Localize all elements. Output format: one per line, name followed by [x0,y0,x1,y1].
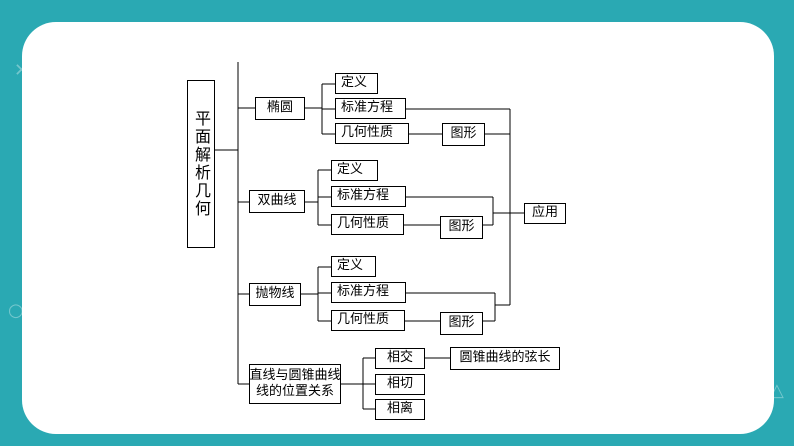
topic-label-line2: 线的位置关系 [255,384,334,399]
ellipse-standard-equation: 标准方程 [335,98,406,119]
node-label: 图形 [450,126,477,142]
hyperbola-shape: 图形 [440,216,483,239]
root-node: 平面解析几何 [187,80,215,248]
node-label: 定义 [341,75,368,91]
relation-tangent: 相切 [375,374,425,395]
topic-label: 双曲线 [257,193,297,209]
node-label: 相切 [386,376,413,392]
relation-separate: 相离 [375,399,425,420]
topic-line-conic-position: 直线与圆锥曲线 线的位置关系 [249,364,341,404]
chord-length-node: 圆锥曲线的弦长 [450,347,560,370]
node-label: 几何性质 [337,216,390,232]
node-label: 图形 [448,315,475,331]
ellipse-shape: 图形 [442,123,485,146]
ellipse-definition: 定义 [335,73,378,94]
ellipse-geometric-property: 几何性质 [335,123,409,144]
parabola-shape: 图形 [440,312,483,335]
node-label: 标准方程 [341,100,394,116]
root-label: 平面解析几何 [192,110,211,218]
node-label: 标准方程 [337,284,390,300]
topic-label: 抛物线 [255,286,295,302]
hyperbola-standard-equation: 标准方程 [331,186,406,207]
topic-hyperbola: 双曲线 [249,190,305,213]
node-label: 定义 [337,162,364,178]
parabola-geometric-property: 几何性质 [331,310,405,331]
node-label: 定义 [337,258,364,274]
node-label: 相离 [386,401,413,417]
relation-intersect: 相交 [375,348,425,369]
node-label: 相交 [386,350,413,366]
application-node: 应用 [524,203,566,224]
parabola-definition: 定义 [331,256,376,277]
content-card: 平面解析几何 椭圆 定义 标准方程 几何性质 图形 双曲线 定义 标准方程 几何… [22,22,774,434]
node-label: 几何性质 [341,125,394,141]
node-label: 应用 [531,205,558,221]
topic-ellipse: 椭圆 [255,97,305,120]
hyperbola-geometric-property: 几何性质 [331,214,404,235]
hyperbola-definition: 定义 [331,160,378,181]
topic-parabola: 抛物线 [249,283,301,306]
node-label: 圆锥曲线的弦长 [459,350,551,366]
connector-lines [215,62,524,410]
topic-label-line1: 直线与圆锥曲线 [249,367,341,383]
node-label: 标准方程 [337,188,390,204]
parabola-standard-equation: 标准方程 [331,282,406,303]
node-label: 几何性质 [337,312,390,328]
node-label: 图形 [448,219,475,235]
chalk-doodle: ○ [8,300,24,321]
topic-label: 椭圆 [266,100,293,116]
